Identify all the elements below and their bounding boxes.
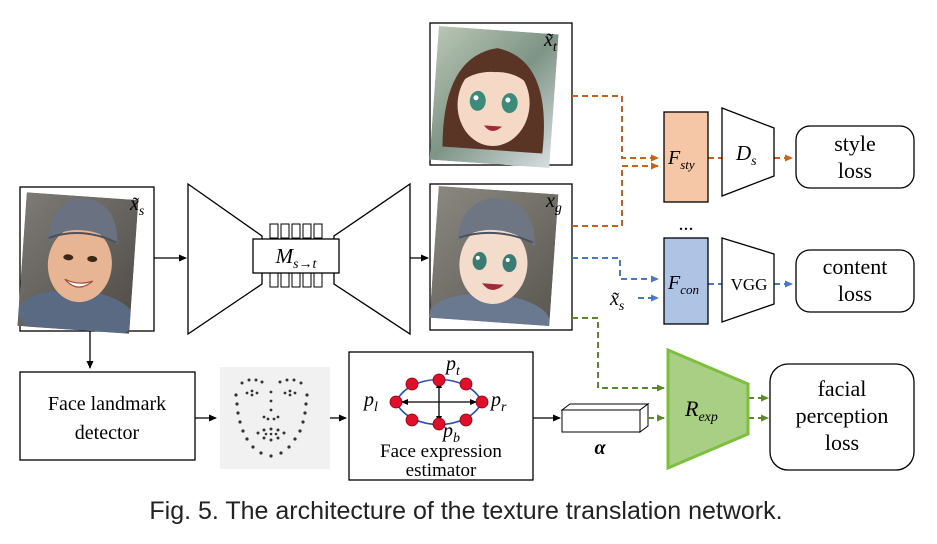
p-left-label: pl: [362, 389, 378, 415]
expression-landmarks: [389, 373, 489, 431]
figure-caption: Fig. 5. The architecture of the texture …: [149, 497, 782, 525]
target-image-label: x̃t: [543, 29, 558, 55]
p-bottom-label: pb: [441, 420, 460, 446]
mapping-tokens-top: [269, 223, 323, 239]
target-anime-face-icon: [429, 25, 559, 169]
style-loss-box: [795, 125, 915, 189]
landmark-detector-line1: Face landmark: [48, 393, 166, 415]
p-top-label: pt: [444, 353, 461, 379]
vgg-network: [721, 237, 775, 323]
content-input-label: x̃s: [609, 288, 625, 314]
generated-image-label: xg: [545, 190, 562, 216]
r-exp-label: Rexp: [684, 396, 718, 425]
mapping-module-label: Ms→t: [275, 244, 318, 272]
landmark-detector-box: [19, 371, 196, 461]
facial-loss-line3: loss: [825, 430, 859, 455]
facial-loss-line2: perception: [796, 403, 889, 428]
mapping-tokens-bottom: [269, 272, 323, 288]
ellipsis: ...: [679, 213, 694, 235]
style-loss-line1: style: [834, 131, 876, 156]
d-s-discriminator: [721, 107, 775, 197]
content-path: [572, 257, 793, 302]
content-loss-line2: loss: [838, 281, 872, 306]
estimator-line2: estimator: [406, 460, 477, 481]
style-path: [572, 95, 793, 227]
p-right-label: pr: [489, 389, 507, 415]
estimator-line1: Face expression: [380, 441, 502, 462]
alpha-label: α: [594, 437, 606, 459]
generated-anime-face-icon: [429, 185, 559, 327]
d-s-label: Ds: [735, 141, 757, 169]
decoder: [333, 182, 411, 336]
source-face-photo-icon: [17, 192, 139, 334]
content-loss-line1: content: [823, 254, 888, 279]
content-loss-box: [795, 249, 915, 313]
r-exp-regressor: [666, 347, 750, 471]
f-con-label: Fcon: [667, 272, 699, 297]
landmark-points-icon: [234, 378, 309, 458]
f-sty-label: Fsty: [667, 147, 695, 172]
perception-path: [572, 317, 769, 422]
landmark-detector-line2: detector: [75, 422, 140, 444]
facial-loss-line1: facial: [818, 376, 867, 401]
source-image-label: x̃s: [129, 193, 145, 219]
facial-perception-loss-box: [769, 363, 915, 471]
f-sty-module: [663, 111, 709, 203]
mapping-module-box: [252, 238, 340, 274]
f-con-module: [663, 237, 709, 325]
landmark-points-panel: [220, 367, 330, 469]
style-loss-line2: loss: [838, 158, 872, 183]
encoder: [187, 182, 263, 336]
alpha-vector: [560, 403, 650, 433]
vgg-label: VGG: [731, 275, 768, 294]
